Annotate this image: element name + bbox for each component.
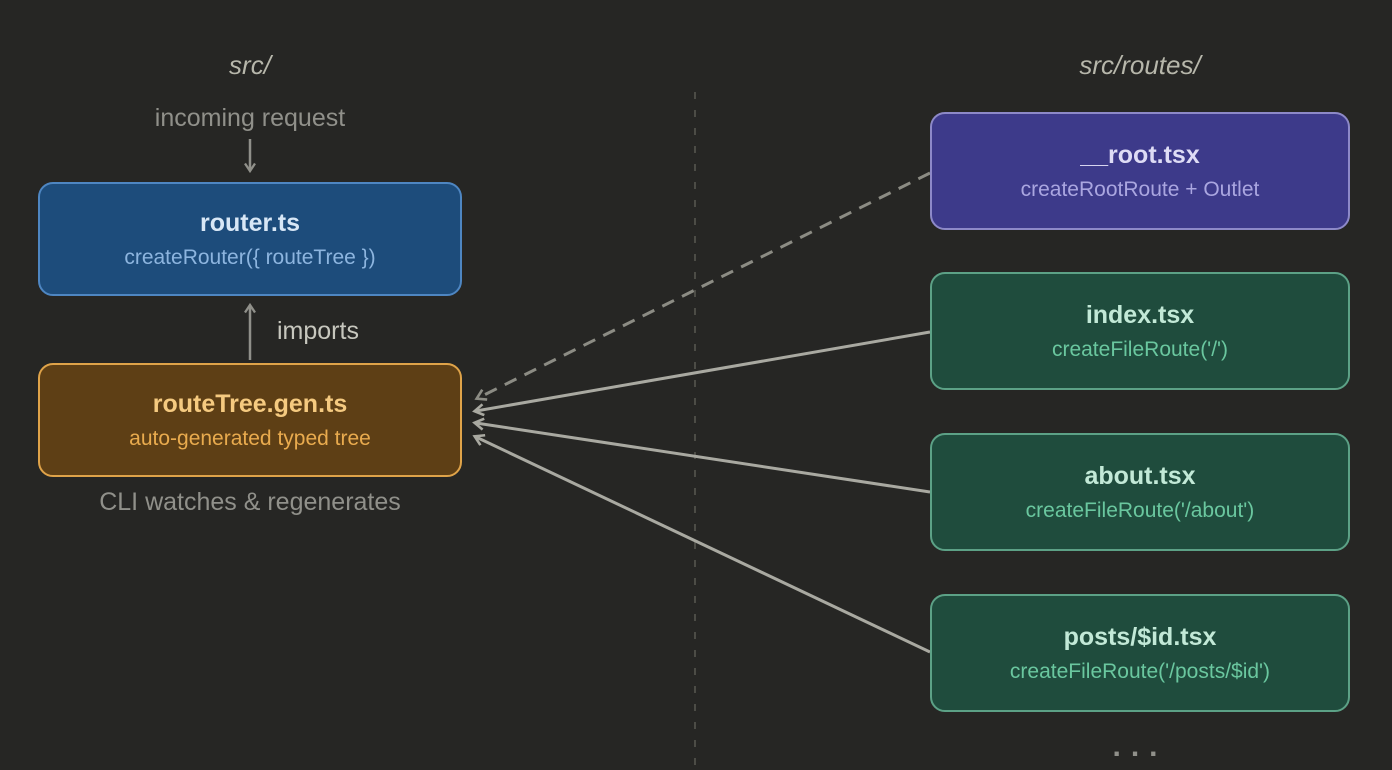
edge-root-to-routetree bbox=[478, 171, 931, 398]
node-subtitle: createFileRoute('/about') bbox=[1025, 498, 1255, 522]
edge-index-to-routetree bbox=[476, 330, 931, 411]
node-subtitle: createFileRoute('/') bbox=[1051, 337, 1229, 361]
node-title: about.tsx bbox=[1084, 461, 1196, 490]
node-title: router.ts bbox=[199, 208, 301, 237]
src-routes-folder-label: src/routes/ bbox=[1079, 50, 1201, 80]
node-subtitle: createFileRoute('/posts/$id') bbox=[1009, 659, 1271, 683]
node-routetree-gen-ts: routeTree.gen.ts auto-generated typed tr… bbox=[38, 363, 462, 477]
cli-watches-label: CLI watches & regenerates bbox=[99, 488, 401, 516]
node-subtitle: createRootRoute + Outlet bbox=[1020, 177, 1260, 201]
edge-posts-to-routetree bbox=[476, 437, 931, 654]
ellipsis-label: ... bbox=[1112, 730, 1168, 763]
node-title: posts/$id.tsx bbox=[1063, 622, 1217, 651]
node-subtitle: createRouter({ routeTree }) bbox=[124, 245, 376, 269]
src-folder-label: src/ bbox=[229, 50, 271, 80]
imports-label: imports bbox=[277, 317, 359, 345]
node-posts-id-tsx: posts/$id.tsx createFileRoute('/posts/$i… bbox=[930, 594, 1350, 712]
node-title: index.tsx bbox=[1085, 300, 1195, 329]
node-router-ts: router.ts createRouter({ routeTree }) bbox=[38, 182, 462, 296]
node-index-tsx: index.tsx createFileRoute('/') bbox=[930, 272, 1350, 390]
incoming-request-label: incoming request bbox=[154, 104, 346, 132]
node-about-tsx: about.tsx createFileRoute('/about') bbox=[930, 433, 1350, 551]
node-title: __root.tsx bbox=[1080, 140, 1200, 169]
node-title: routeTree.gen.ts bbox=[152, 389, 348, 418]
node-subtitle: auto-generated typed tree bbox=[129, 426, 371, 450]
node-root-tsx: __root.tsx createRootRoute + Outlet bbox=[930, 112, 1350, 230]
edge-about-to-routetree bbox=[476, 423, 931, 494]
